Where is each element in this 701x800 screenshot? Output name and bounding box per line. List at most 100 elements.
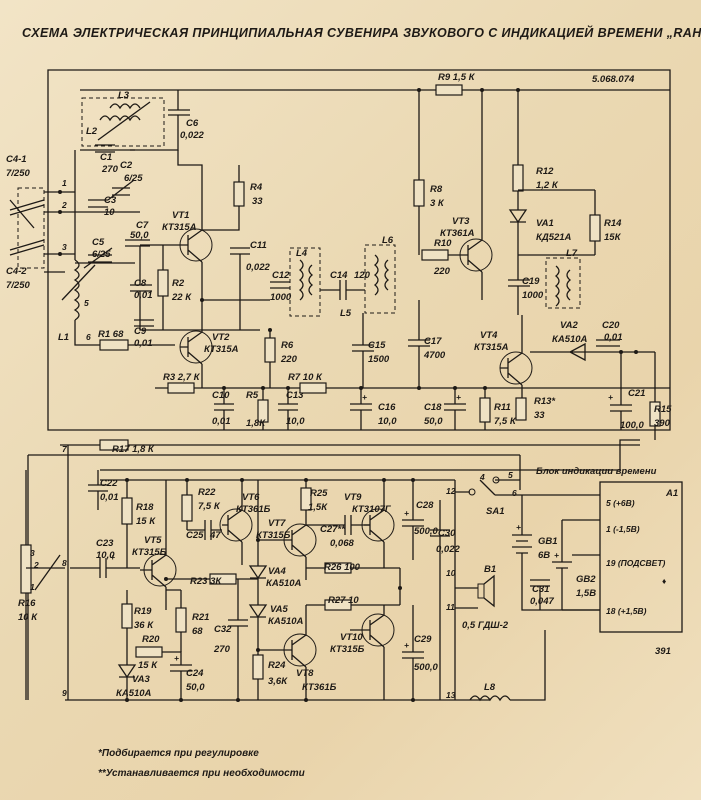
svg-text:7,5 К: 7,5 К <box>494 416 517 427</box>
svg-text:R24: R24 <box>268 660 286 671</box>
svg-text:6: 6 <box>86 332 91 342</box>
svg-text:КТ361Б: КТ361Б <box>302 682 337 693</box>
coil-l1: L1 <box>58 259 100 346</box>
svg-text:500,0: 500,0 <box>414 662 438 673</box>
input-capacitors: C1 270 C2 6/25 C3 10 C5 6/25 <box>74 144 143 269</box>
svg-text:L5: L5 <box>340 308 352 319</box>
svg-text:R9 1,5 К: R9 1,5 К <box>438 72 476 83</box>
svg-text:КТ315Б: КТ315Б <box>330 644 365 655</box>
svg-text:L7: L7 <box>566 248 578 259</box>
svg-text:C12: C12 <box>272 270 290 281</box>
r1-c9: R1 68 C9 0,01 <box>98 319 175 351</box>
note-1: *Подбирается при регулировке <box>98 747 259 759</box>
note-2: **Устанавливается при необходимости <box>98 767 305 779</box>
svg-text:VT4: VT4 <box>480 330 498 341</box>
coil-l8: L8 <box>469 630 546 702</box>
svg-text:9: 9 <box>62 688 67 698</box>
svg-text:120: 120 <box>354 270 371 281</box>
svg-text:R4: R4 <box>250 182 263 193</box>
svg-text:3,6К: 3,6К <box>268 676 288 687</box>
junction-dots <box>125 88 520 702</box>
time-indication-block: Блок индикации времени A1 5 (+6В) 1 (-1,… <box>530 466 683 633</box>
svg-text:R21: R21 <box>192 612 209 623</box>
svg-text:R15: R15 <box>654 404 672 415</box>
svg-text:1,2 К: 1,2 К <box>536 180 559 191</box>
svg-text:R22: R22 <box>198 487 216 498</box>
svg-text:3: 3 <box>62 242 67 252</box>
c18-r11: + C18 50,0 R11 7,5 К <box>424 388 517 430</box>
switch-sa1[interactable]: 4 5 6 SA1 <box>455 470 530 517</box>
svg-text:R8: R8 <box>430 184 443 195</box>
svg-text:R7 10 К: R7 10 К <box>288 372 323 383</box>
svg-text:КТ315Б: КТ315Б <box>132 547 167 558</box>
svg-text:33: 33 <box>252 196 263 207</box>
doc-number: 5.068.074 <box>592 74 635 85</box>
svg-text:C1: C1 <box>100 152 112 163</box>
svg-text:R25: R25 <box>310 488 328 499</box>
svg-text:C6: C6 <box>186 118 199 129</box>
svg-text:C5: C5 <box>92 237 105 248</box>
svg-text:L4: L4 <box>296 248 308 259</box>
svg-text:♦: ♦ <box>662 576 667 586</box>
svg-text:R2: R2 <box>172 278 185 289</box>
svg-text:C16: C16 <box>378 402 396 413</box>
svg-text:8: 8 <box>62 558 67 568</box>
svg-text:R10: R10 <box>434 238 452 249</box>
svg-text:VT1: VT1 <box>172 210 189 221</box>
svg-text:R6: R6 <box>281 340 294 351</box>
svg-text:0,01: 0,01 <box>134 338 153 349</box>
svg-text:1: 1 <box>30 582 35 592</box>
potentiometer-r16: 3 2 1 R16 10 К 8 <box>18 470 67 700</box>
svg-text:390: 390 <box>654 418 671 429</box>
svg-text:50,0: 50,0 <box>186 682 205 693</box>
svg-text:0,022: 0,022 <box>180 130 204 141</box>
output-caps-speaker: + C28 500,0 C30 0,022 + C29 500,0 B1 0,5… <box>402 480 509 700</box>
emitter-network: C10 0,01 R5 1,8К C13 10,0 <box>212 388 305 430</box>
svg-text:GB2: GB2 <box>576 574 596 585</box>
svg-text:3 К: 3 К <box>430 198 445 209</box>
svg-text:L2: L2 <box>86 126 98 137</box>
svg-text:R26 100: R26 100 <box>324 562 361 573</box>
input-stage: C4-1 7/250 C4-2 7/250 1 2 3 5 6 <box>6 154 91 342</box>
svg-text:270: 270 <box>101 164 119 175</box>
svg-text:L6: L6 <box>382 235 394 246</box>
svg-text:C30: C30 <box>438 528 456 539</box>
svg-text:C15: C15 <box>368 340 386 351</box>
svg-text:+: + <box>456 392 461 402</box>
svg-text:R13*: R13* <box>534 396 556 407</box>
svg-text:GB1: GB1 <box>538 536 558 547</box>
svg-text:+: + <box>404 640 409 650</box>
svg-text:36 К: 36 К <box>134 620 154 631</box>
svg-text:C28: C28 <box>416 500 434 511</box>
svg-text:C27**: C27** <box>320 524 346 535</box>
svg-text:0,01: 0,01 <box>604 332 623 343</box>
svg-text:22 К: 22 К <box>171 292 192 303</box>
svg-text:C11: C11 <box>250 240 267 251</box>
svg-text:1,5В: 1,5В <box>576 588 596 599</box>
svg-text:6В: 6В <box>538 550 550 561</box>
svg-text:VA5: VA5 <box>270 604 288 615</box>
svg-text:4700: 4700 <box>423 350 446 361</box>
svg-text:0,01: 0,01 <box>134 290 153 301</box>
page-code: 391 <box>655 646 671 657</box>
svg-text:0,068: 0,068 <box>330 538 354 549</box>
svg-text:C32: C32 <box>214 624 232 635</box>
vt4-detector: VT4 КТ315А VA2 КА510А C20 0,01 R13* 33 +… <box>474 315 672 440</box>
svg-text:15 К: 15 К <box>136 516 156 527</box>
if-stage-2: C14 120 L5 L6 C15 1500 <box>320 235 396 388</box>
svg-text:270: 270 <box>213 644 231 655</box>
svg-text:C14: C14 <box>330 270 348 281</box>
svg-text:5: 5 <box>84 298 89 308</box>
svg-text:КТ315А: КТ315А <box>162 222 197 233</box>
block-title: Блок индикации времени <box>536 466 657 477</box>
svg-text:C24: C24 <box>186 668 204 679</box>
svg-text:SA1: SA1 <box>486 506 504 517</box>
svg-text:6/25: 6/25 <box>92 249 111 260</box>
svg-text:VT7: VT7 <box>268 518 286 529</box>
svg-text:15 К: 15 К <box>138 660 158 671</box>
svg-text:R20: R20 <box>142 634 160 645</box>
block-pin-3: 19 (ПОДСВЕТ) <box>606 558 666 568</box>
svg-text:КА510А: КА510А <box>266 578 302 589</box>
